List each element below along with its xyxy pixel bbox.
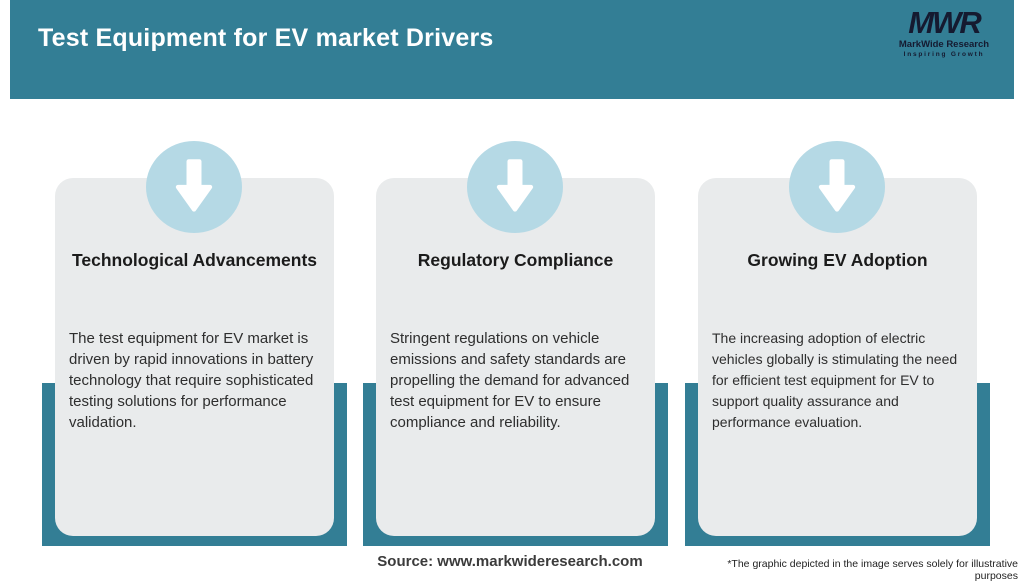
driver-card-technological-advancements: Technological Advancements The test equi… [42, 130, 347, 546]
logo-mark-icon: MWR [908, 5, 981, 40]
driver-card-growing-ev-adoption: Growing EV Adoption The increasing adopt… [685, 130, 990, 546]
arrow-down-icon [818, 159, 856, 212]
icon-circle [146, 141, 242, 233]
disclaimer-text: *The graphic depicted in the image serve… [727, 558, 1018, 582]
markwide-research-logo: MWR MarkWide Research Inspiring Growth [884, 5, 1004, 58]
card-body: Stringent regulations on vehicle emissio… [390, 330, 630, 431]
card-heading: Technological Advancements [71, 250, 318, 270]
page-title: Test Equipment for EV market Drivers [38, 24, 494, 52]
card-heading: Regulatory Compliance [417, 250, 614, 270]
source-text: Source: www.markwideresearch.com [377, 553, 643, 570]
driver-card-regulatory-compliance: Regulatory Compliance Stringent regulati… [363, 130, 668, 546]
icon-circle [467, 141, 563, 233]
card-panel: Regulatory Compliance Stringent regulati… [376, 178, 655, 536]
logo-name: MarkWide Research [898, 39, 990, 50]
card-heading: Growing EV Adoption [747, 250, 928, 270]
arrow-down-icon [496, 159, 534, 212]
card-body: The increasing adoption of electric vehi… [712, 330, 958, 430]
icon-circle [789, 141, 885, 233]
arrow-down-icon [175, 159, 213, 212]
card-panel: Growing EV Adoption The increasing adopt… [698, 178, 977, 536]
card-body: The test equipment for EV market is driv… [69, 330, 314, 431]
card-panel: Technological Advancements The test equi… [55, 178, 334, 536]
header-bar: Test Equipment for EV market Drivers MWR… [10, 0, 1014, 99]
logo-tagline: Inspiring Growth [903, 51, 985, 58]
